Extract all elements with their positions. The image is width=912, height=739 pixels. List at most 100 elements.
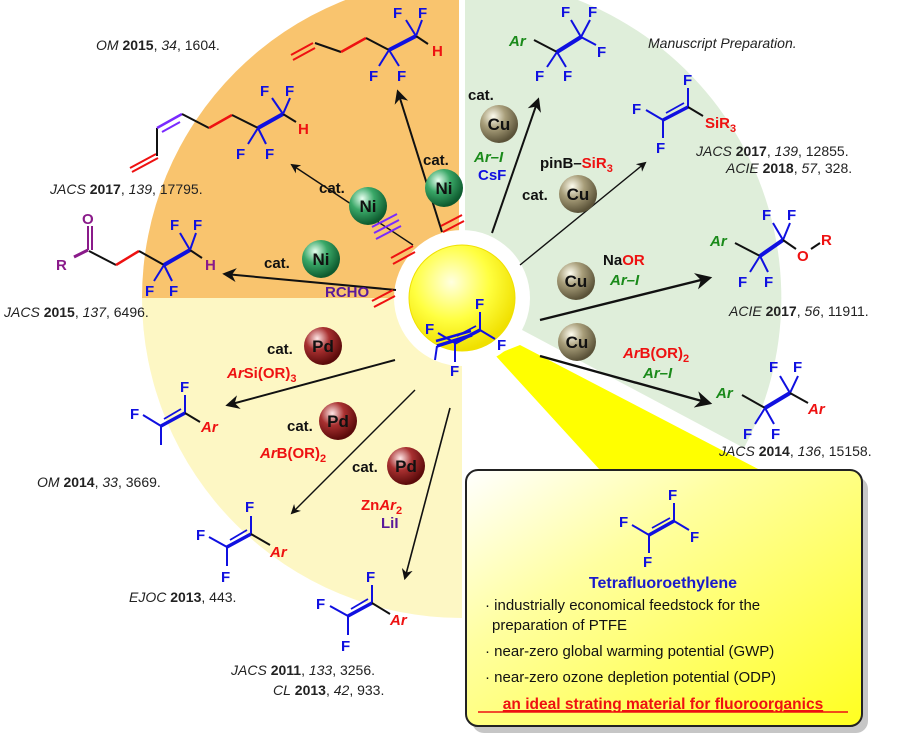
pd1-reagent: ArSi(OR)3 [226, 365, 296, 385]
ni2-reference: JACS 2017, 139, 17795. [49, 181, 203, 197]
pd3-cat-label: cat. [352, 459, 378, 476]
cu1-reference-note: Manuscript Preparation. [648, 35, 797, 51]
info-box-bullet-1: · industrially economical feedstock for … [485, 597, 760, 614]
svg-text:F: F [632, 101, 641, 118]
cu4-metal-label: Cu [566, 333, 589, 352]
info-box-bullet-2: · near-zero global warming potential (GW… [485, 643, 774, 660]
svg-text:F: F [265, 146, 274, 163]
center-f-top: F [475, 296, 484, 313]
pd2-product [208, 516, 271, 566]
svg-text:F: F [169, 283, 178, 300]
pd3-reagent: ZnAr2 [361, 497, 402, 517]
svg-text:F: F [193, 217, 202, 234]
arrow-cu2 [519, 161, 647, 266]
pd3-aryl: Ar [389, 612, 408, 629]
cu4-product [741, 375, 809, 425]
cu1-reagent-csf: CsF [478, 167, 506, 184]
pd3-reference-1: JACS 2011, 133, 3256. [230, 662, 375, 678]
ni3-r-group: R [56, 257, 67, 274]
cu1-metal-label: Cu [488, 115, 511, 134]
svg-text:F: F [771, 426, 780, 443]
svg-text:F: F [668, 487, 677, 504]
pd3-product [329, 585, 391, 635]
pd1-metal-ball [304, 327, 342, 365]
ni2-metal-ball [349, 187, 387, 225]
arrow-cu3 [539, 273, 713, 322]
cu4-reagent-aryl-iodide: Ar–I [642, 365, 673, 382]
cu2-reagent-pinb: pinB–SiR3 [540, 155, 613, 175]
arrow-pd3 [401, 407, 451, 581]
cu4-aryl-right: Ar [807, 401, 826, 418]
ni1-h-atom: H [432, 43, 443, 60]
ni1-metal-ball [425, 169, 463, 207]
cu3-metal-label: Cu [565, 272, 588, 291]
pd-route-2: cat. Pd ArB(OR)2 FFF Ar EJOC 2013, 443. [129, 402, 357, 605]
cu1-metal-ball [480, 105, 518, 143]
svg-text:F: F [180, 379, 189, 396]
pd3-reference-2: CL 2013, 42, 933. [273, 682, 384, 698]
pd2-metal-label: Pd [327, 412, 349, 431]
svg-text:F: F [643, 554, 652, 571]
svg-text:F: F [170, 217, 179, 234]
svg-text:F: F [561, 4, 570, 21]
svg-text:F: F [683, 72, 692, 89]
cu-route-2: pinB–SiR3 cat. Cu FFF SiR3 JACS 2017, 13… [522, 72, 852, 213]
cu2-product [645, 88, 704, 138]
svg-text:F: F [236, 146, 245, 163]
pd1-reference: OM 2014, 33, 3669. [37, 474, 161, 490]
ni1-reference: OM 2015, 34, 1604. [96, 37, 220, 53]
pd2-cat-label: cat. [287, 418, 313, 435]
ni3-metal-label: Ni [313, 250, 330, 269]
svg-text:F: F [535, 68, 544, 85]
pd1-cat-label: cat. [267, 341, 293, 358]
cu3-metal-ball [557, 262, 595, 300]
arrow-ni1 [394, 89, 443, 233]
ni3-metal-ball [302, 240, 340, 278]
cu4-reference: JACS 2014, 136, 15158. [718, 443, 872, 459]
svg-text:F: F [787, 207, 796, 224]
sector-backgrounds [142, 0, 782, 618]
pd2-reagent: ArB(OR)2 [259, 445, 326, 465]
svg-text:F: F [762, 207, 771, 224]
info-box: FF FF Tetrafluoroethylene · industrially… [465, 469, 868, 733]
ni1-metal-label: Ni [436, 179, 453, 198]
pd2-aryl: Ar [269, 544, 288, 561]
cu-sector [462, 0, 782, 448]
info-box-bullet-1-cont: preparation of PTFE [492, 617, 627, 634]
svg-text:F: F [196, 527, 205, 544]
cu2-reference-1: JACS 2017, 139, 12855. [695, 143, 849, 159]
svg-text:F: F [597, 44, 606, 61]
cu3-reagent-naor: NaOR [603, 252, 645, 269]
ni3-product [73, 226, 203, 282]
arrow-pd1 [225, 359, 396, 409]
cu3-reagent-aryl-iodide: Ar–I [609, 272, 640, 289]
pd2-reference: EJOC 2013, 443. [129, 589, 236, 605]
center-tfe-structure: F F F F [425, 296, 506, 380]
arrow-ni3 [222, 268, 397, 291]
cu2-product-silyl: SiR3 [705, 115, 736, 135]
pd1-metal-label: Pd [312, 337, 334, 356]
cu2-reference-2: ACIE 2018, 57, 328. [725, 160, 852, 176]
svg-text:F: F [130, 406, 139, 423]
cu3-reference: ACIE 2017, 56, 11911. [728, 303, 869, 319]
svg-text:F: F [285, 83, 294, 100]
ni3-h-atom: H [205, 257, 216, 274]
svg-text:F: F [769, 359, 778, 376]
bond-markers [371, 213, 465, 308]
svg-text:F: F [341, 638, 350, 655]
cu2-cat-label: cat. [522, 187, 548, 204]
ni1-product [290, 19, 429, 67]
pd-route-3: cat. Pd ZnAr2 LiI FFF Ar JACS 2011, 133,… [230, 447, 425, 698]
svg-text:F: F [690, 529, 699, 546]
arrow-pd2 [290, 389, 416, 515]
pd3-metal-label: Pd [395, 457, 417, 476]
svg-text:F: F [418, 5, 427, 22]
pd2-metal-ball [319, 402, 357, 440]
svg-text:F: F [793, 359, 802, 376]
cu2-metal-label: Cu [567, 185, 590, 204]
svg-text:F: F [316, 596, 325, 613]
pd-route-1: cat. Pd ArSi(OR)3 FF Ar OM 2014, 33, 366… [37, 327, 342, 490]
